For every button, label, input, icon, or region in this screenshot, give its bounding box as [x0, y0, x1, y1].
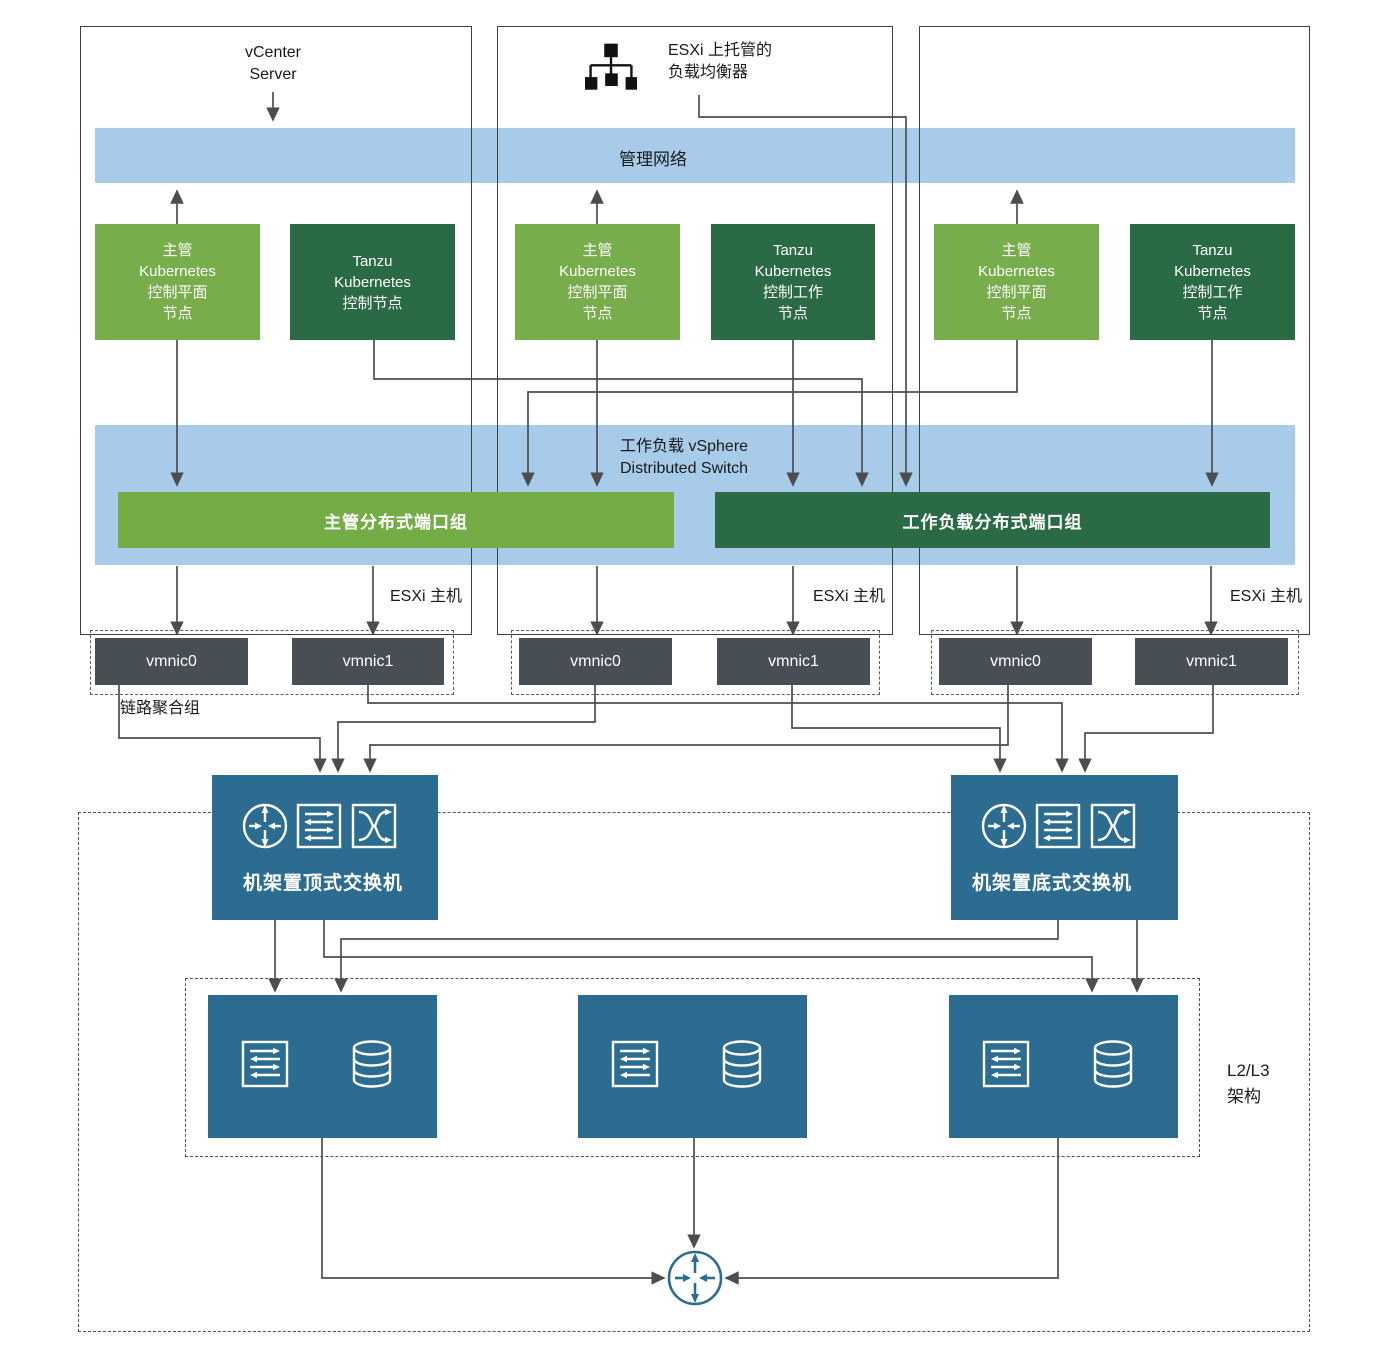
esxi-host-container-3 — [919, 26, 1310, 635]
tor-switch-bottom — [951, 775, 1178, 920]
l2l3-label: L2/L3 架构 — [1227, 1061, 1270, 1106]
tor-switch-top-label: 机架置顶式交换机 — [243, 873, 404, 894]
leaf-switch-1 — [208, 995, 437, 1138]
esxi-host-container-1 — [80, 26, 472, 635]
tanzu-node-3: Tanzu Kubernetes 控制工作 节点 — [1130, 224, 1295, 340]
workload-port-group: 工作负载分布式端口组 — [715, 492, 1270, 548]
vmnic-host2-1: vmnic1 — [717, 638, 870, 685]
load-balancer-icon — [584, 42, 639, 101]
management-network-bar — [95, 128, 1295, 183]
leaf-switch-3 — [949, 995, 1178, 1138]
management-network-label: 管理网络 — [619, 150, 687, 169]
supervisor-node-1: 主管 Kubernetes 控制平面 节点 — [95, 224, 260, 340]
vmnic-host2-0: vmnic0 — [519, 638, 672, 685]
vmnic-host3-0: vmnic0 — [939, 638, 1092, 685]
vmnic-host1-0: vmnic0 — [95, 638, 248, 685]
load-balancer-label: ESXi 上托管的 负载均衡器 — [668, 42, 773, 81]
esxi-host-label-1: ESXi 主机 — [389, 588, 462, 605]
supervisor-port-group: 主管分布式端口组 — [118, 492, 674, 548]
tanzu-node-1: Tanzu Kubernetes 控制节点 — [290, 224, 455, 340]
l2l3-fabric-outer-box — [78, 812, 1310, 1332]
tor-switch-bottom-label: 机架置底式交换机 — [972, 873, 1133, 894]
esxi-host-label-2: ESXi 主机 — [812, 588, 885, 605]
supervisor-node-2: 主管 Kubernetes 控制平面 节点 — [515, 224, 680, 340]
vmnic-host1-1: vmnic1 — [292, 638, 444, 685]
tor-switch-top — [212, 775, 438, 920]
esxi-host-label-3: ESXi 主机 — [1229, 588, 1302, 605]
leaf-switch-2 — [578, 995, 807, 1138]
tanzu-node-2: Tanzu Kubernetes 控制工作 节点 — [711, 224, 875, 340]
vmnic-to-tor-connectors — [118, 685, 1214, 773]
vmnic-host3-1: vmnic1 — [1135, 638, 1288, 685]
lag-label: 链路聚合组 — [120, 700, 201, 717]
vcenter-server-label: vCenter Server — [244, 44, 302, 83]
supervisor-node-3: 主管 Kubernetes 控制平面 节点 — [934, 224, 1099, 340]
